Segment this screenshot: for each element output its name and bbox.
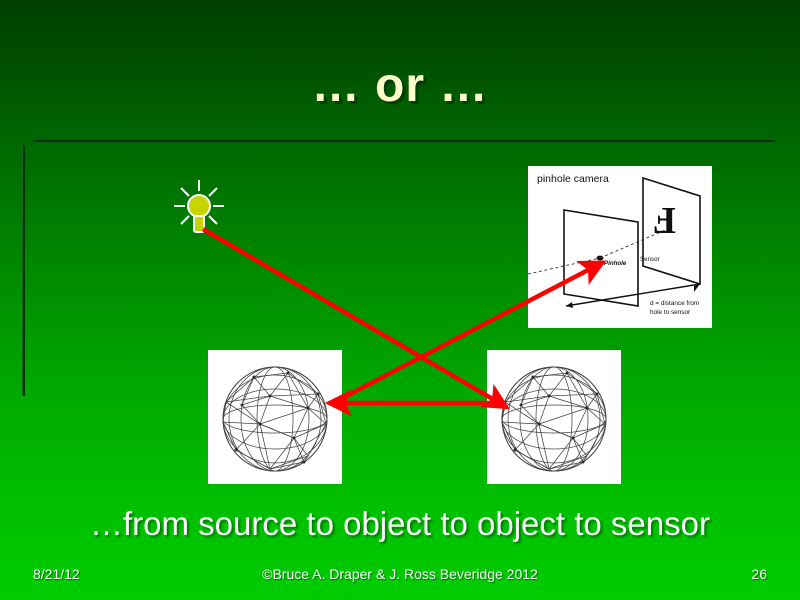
- svg-text:F: F: [653, 199, 676, 241]
- sensor-label: Sensor: [640, 256, 660, 263]
- footer-date: 8/21/12: [33, 566, 80, 582]
- footer-page-number: 26: [751, 566, 767, 582]
- slide-footer: 8/21/12 ©Bruce A. Draper & J. Ross Bever…: [0, 566, 800, 588]
- light-bulb-drawing: [174, 180, 224, 233]
- footer-copyright: ©Bruce A. Draper & J. Ross Beveridge 201…: [262, 566, 538, 582]
- pinhole-camera-figure: F pinhole camera Pinhole Sensor d = dist…: [528, 166, 712, 328]
- light-source-icon: [160, 178, 238, 246]
- page-title: … or …: [311, 59, 489, 112]
- wireframe-sphere-drawing-left: [222, 366, 328, 472]
- slide-caption: …from source to object to object to sens…: [90, 505, 710, 542]
- pinhole-camera-drawing: F pinhole camera Pinhole Sensor d = dist…: [528, 173, 701, 316]
- wireframe-sphere-drawing-right: [501, 366, 607, 472]
- pinhole-camera-title-label: pinhole camera: [537, 173, 609, 185]
- distance-label-line1: d = distance from: [650, 300, 699, 307]
- sphere-figure-left: [208, 350, 342, 484]
- distance-label-line2: hole to sensor: [650, 309, 691, 316]
- sphere-figure-right: [487, 350, 621, 484]
- pinhole-label: Pinhole: [604, 260, 627, 267]
- sensor-image-glyph: F: [653, 199, 676, 241]
- horizontal-divider: [33, 140, 775, 143]
- vertical-divider: [22, 146, 25, 396]
